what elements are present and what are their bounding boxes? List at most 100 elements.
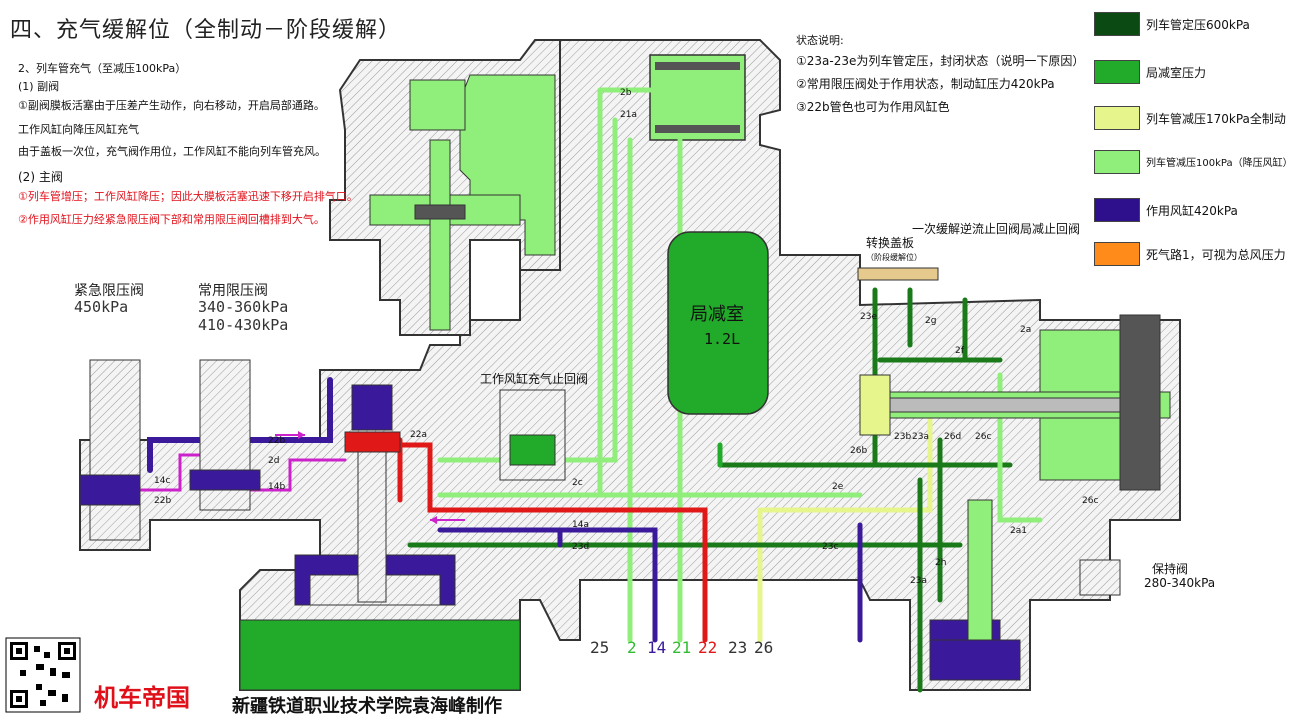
- pipe-light-3: [437, 117, 618, 463]
- legend-item: 列车管定压600kPa: [1094, 12, 1274, 36]
- pipe-number: 21: [672, 638, 692, 657]
- work-check-label: 工作风缸充气止回阀: [480, 372, 589, 386]
- emergency-limit-purple: [79, 474, 141, 506]
- pipe-number: 22: [698, 638, 718, 657]
- brand-logo: 机车帝国: [94, 683, 190, 712]
- chamber-value: 1.2L: [704, 330, 741, 348]
- pipe-number: 26: [754, 638, 774, 657]
- flow-arrow-2-head: [430, 516, 437, 524]
- legend-swatch: [1094, 198, 1140, 222]
- note-line-5: 由于盖板一次位，充气阀作用位，工作风缸不能向列车管充风。: [18, 145, 326, 158]
- main-upper-purple: [351, 384, 393, 431]
- work-check-green: [509, 434, 556, 466]
- note-line-6: (2) 主阀: [18, 170, 63, 184]
- passage-label: 2e: [832, 482, 844, 492]
- secondary-stem: [429, 139, 451, 331]
- legend-label: 列车管定压600kPa: [1146, 18, 1250, 32]
- pipe-light-8: [997, 372, 1043, 523]
- emergency-valve-value: 450kPa: [74, 298, 129, 316]
- passage-label: 2a1: [1010, 526, 1027, 536]
- flow-arrow-1-head: [298, 431, 305, 439]
- status-line-3: ③22b管色也可为作用风缸色: [796, 100, 950, 114]
- pipe-red-1: [392, 442, 708, 643]
- pipe-number: 25: [590, 638, 610, 657]
- pipe-number: 14: [647, 638, 667, 657]
- legend-label: 列车管减压170kPa全制动: [1146, 112, 1286, 126]
- maker-credit: 新疆铁道职业技术学院袁海峰制作: [232, 696, 502, 717]
- pipes: [128, 87, 1043, 693]
- secondary-upper-chamber: [409, 79, 466, 131]
- legend-label: 死气路1，可视为总风压力: [1146, 248, 1286, 262]
- main-piston-area: [239, 619, 521, 691]
- note-line-4: 工作风缸向降压风缸充气: [18, 123, 139, 136]
- service-limit-purple: [189, 469, 261, 491]
- legend-item: 死气路1，可视为总风压力: [1094, 242, 1286, 266]
- local-check-label: 局减止回阀: [1020, 222, 1081, 236]
- legend-swatch: [1094, 242, 1140, 266]
- passage-label: 26d: [944, 432, 962, 442]
- legend-label: 局减室压力: [1146, 66, 1207, 80]
- main-red-block: [344, 431, 401, 453]
- service-valve-value-2: 410-430kPa: [198, 316, 289, 334]
- switch-cover-sub: （阶段缓解位）: [866, 253, 922, 262]
- switch-cover: [857, 267, 939, 281]
- passage-label: 14c: [154, 476, 171, 486]
- passage-label: 23a: [910, 576, 927, 586]
- legend-item: 列车管减压170kPa全制动: [1094, 106, 1286, 130]
- passage-label: 23c: [822, 542, 839, 552]
- passage-label: 2d: [268, 456, 280, 466]
- note-line-7: ①列车管增压；工作风缸降压；因此大膜板活塞迅速下移开启排气口。: [18, 190, 358, 203]
- passage-label: 2a: [1020, 325, 1032, 335]
- legend-label: 列车管减压100kPa（降压风缸）: [1146, 158, 1293, 169]
- top-chamber-seal2: [655, 125, 740, 133]
- emergency-limit-valve: [89, 359, 141, 541]
- passage-label: 23d: [572, 542, 590, 552]
- qr-code: [5, 637, 81, 713]
- emergency-valve-label: 紧急限压阀: [74, 283, 144, 299]
- passage-label: 14a: [572, 520, 589, 530]
- once-release-label: 一次缓解逆流止回阀: [912, 222, 1021, 236]
- passage-label: 2h: [935, 558, 947, 568]
- legend-item: 作用风缸420kPa: [1094, 198, 1274, 222]
- switch-cover-label: 转换盖板: [866, 236, 915, 250]
- legend-label: 作用风缸420kPa: [1146, 204, 1238, 218]
- passage-label: 21a: [620, 110, 637, 120]
- passage-label: 2c: [572, 478, 583, 488]
- top-chamber-seal1: [655, 62, 740, 70]
- hold-valve-label: 保持阀: [1152, 562, 1189, 576]
- passage-label: 22b: [268, 436, 286, 446]
- main-center-stem: [357, 451, 387, 603]
- passage-label: 23a: [912, 432, 929, 442]
- legend-swatch: [1094, 60, 1140, 84]
- status-line-1: ①23a-23e为列车管定压，封闭状态（说明一下原因）: [796, 54, 1085, 68]
- status-line-2: ②常用限压阀处于作用状态，制动缸压力420kPa: [796, 77, 1055, 91]
- legend-item: 列车管减压100kPa（降压风缸）: [1094, 150, 1293, 174]
- passage-label: 26c: [975, 432, 992, 442]
- service-valve-value-1: 340-360kPa: [198, 298, 289, 316]
- pipe-yellow-2: [757, 397, 933, 513]
- legend-swatch: [1094, 106, 1140, 130]
- passage-label: 2b: [620, 88, 632, 98]
- chamber-label: 局减室: [690, 304, 744, 325]
- passage-label: 26c: [1082, 496, 1099, 506]
- passage-label: 23e: [860, 312, 877, 322]
- hold-valve: [1079, 559, 1121, 596]
- passage-label: 2g: [925, 316, 937, 326]
- passage-label: 2f: [955, 346, 964, 356]
- lower-right-stem: [967, 499, 993, 641]
- pipe-purple-2: [437, 527, 658, 643]
- passage-label: 22b: [154, 496, 172, 506]
- bottom-purple-base: [929, 639, 1021, 681]
- passage-label: 14b: [268, 482, 286, 492]
- status-heading: 状态说明:: [796, 34, 844, 47]
- page-title: 四、充气缓解位（全制动－阶段缓解）: [10, 18, 402, 43]
- hold-valve-value: 280-340kPa: [1144, 576, 1216, 590]
- passage-label: 26b: [850, 446, 868, 456]
- legend-swatch: [1094, 12, 1140, 36]
- main-valve-cap: [1119, 314, 1161, 491]
- note-line-2: (1) 副阀: [18, 80, 60, 93]
- local-reduction-chamber: [667, 231, 769, 415]
- legend-item: 局减室压力: [1094, 60, 1274, 84]
- service-valve-label: 常用限压阀: [198, 283, 268, 299]
